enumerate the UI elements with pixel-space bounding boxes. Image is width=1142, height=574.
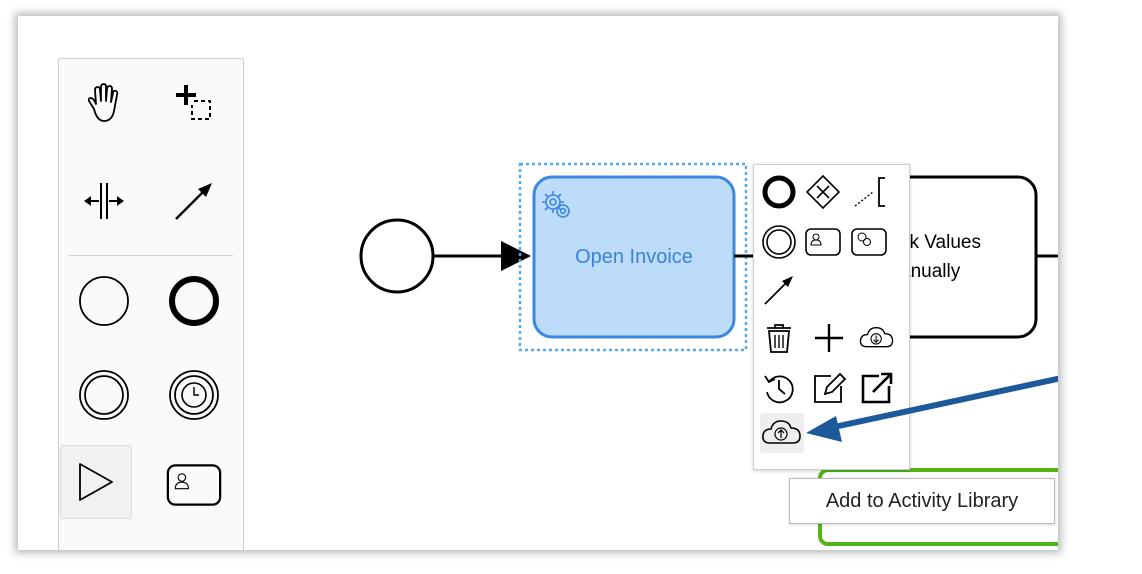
- append-gateway[interactable]: [804, 173, 842, 211]
- start-event-icon: [79, 276, 129, 326]
- end-event-icon: [762, 175, 796, 209]
- task-label-line: anually: [900, 261, 961, 282]
- cloud-download-icon: [859, 326, 894, 348]
- cloud-upload-icon: [762, 420, 801, 444]
- space-tool-icon: [84, 183, 124, 219]
- append-text-annotation[interactable]: [852, 173, 890, 211]
- create-subprocess[interactable]: [60, 445, 132, 519]
- lasso-tool[interactable]: [166, 75, 222, 131]
- create-intermediate-event[interactable]: [76, 367, 132, 423]
- tool-palette: [58, 58, 244, 550]
- add[interactable]: [810, 319, 848, 357]
- timer-event-icon: [169, 370, 219, 420]
- start-event[interactable]: [359, 218, 435, 294]
- lasso-icon: [176, 85, 211, 120]
- space-tool[interactable]: [76, 173, 132, 229]
- delete[interactable]: [760, 319, 798, 357]
- arrow-icon: [175, 183, 212, 220]
- hand-icon: [87, 83, 119, 122]
- end-event-icon: [169, 276, 219, 326]
- append-end-event[interactable]: [760, 173, 798, 211]
- plus-icon: [815, 324, 843, 352]
- append-user-task[interactable]: [804, 223, 842, 261]
- diagram-canvas[interactable]: [18, 16, 1058, 550]
- edit-icon: [814, 372, 847, 403]
- add-to-activity-library[interactable]: [760, 413, 804, 453]
- history[interactable]: [760, 369, 798, 407]
- create-user-task[interactable]: [166, 457, 222, 513]
- open-external[interactable]: [858, 369, 896, 407]
- user-task-icon: [805, 228, 841, 256]
- create-start-event[interactable]: [76, 273, 132, 329]
- connect-tool[interactable]: [166, 173, 222, 229]
- history-icon: [764, 375, 794, 404]
- service-task-icon: [851, 228, 887, 256]
- external-link-icon: [861, 372, 893, 404]
- append-intermediate-event[interactable]: [760, 223, 798, 261]
- intermediate-event-icon: [79, 370, 129, 420]
- bpmn-modeler-window: Open Invoice ck Values anually: [18, 16, 1058, 550]
- palette-separator: [69, 255, 233, 256]
- intermediate-event-icon: [762, 225, 796, 259]
- edit[interactable]: [810, 369, 848, 407]
- task-label: ck Values anually: [900, 228, 1010, 288]
- task-label: Open Invoice: [575, 245, 693, 268]
- hand-tool[interactable]: [76, 75, 132, 131]
- task-label-line: ck Values: [900, 232, 981, 253]
- trash-icon: [767, 324, 791, 353]
- user-task-icon: [166, 464, 222, 506]
- connect[interactable]: [760, 271, 798, 309]
- arrow-icon: [764, 276, 793, 305]
- cloud-download[interactable]: [858, 319, 896, 357]
- append-service-task[interactable]: [850, 223, 888, 261]
- create-end-event[interactable]: [166, 273, 222, 329]
- gateway-icon: [805, 174, 841, 210]
- context-pad: [753, 164, 910, 470]
- gear-icon: [542, 191, 570, 218]
- text-annotation-icon: [854, 177, 885, 207]
- tooltip: Add to Activity Library: [789, 478, 1055, 524]
- play-icon: [79, 463, 113, 501]
- create-timer-event[interactable]: [166, 367, 222, 423]
